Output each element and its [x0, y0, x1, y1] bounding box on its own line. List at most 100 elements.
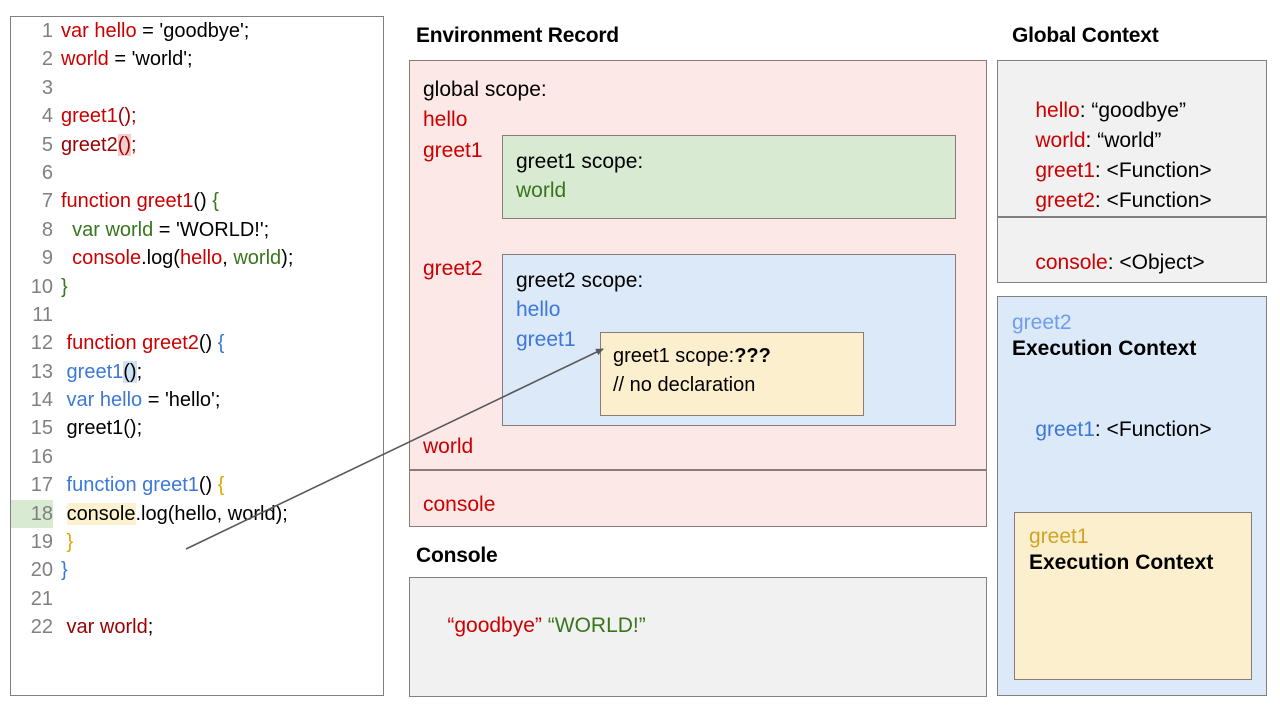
code-line[interactable]: 6	[11, 159, 383, 187]
code-line-number: 19	[30, 531, 53, 554]
code-line[interactable]: 12 function greet2() {	[11, 329, 383, 357]
code-token: ()	[198, 474, 218, 497]
code-token	[61, 247, 72, 269]
code-token: var hello	[61, 20, 137, 42]
gc-key-world: world	[1035, 129, 1086, 152]
code-line[interactable]: 18 console.log(hello, world);	[11, 499, 383, 529]
greet2-scope-head: greet2 scope:	[516, 269, 644, 292]
code-token: var world	[61, 616, 148, 639]
global-context-row-console: console: <Object>	[1012, 227, 1204, 299]
code-token: ,	[222, 247, 234, 270]
greet2-execution-context-label: Execution Context	[1012, 337, 1197, 360]
global-context-title: Global Context	[1012, 24, 1159, 47]
code-line[interactable]: 16	[11, 443, 383, 471]
code-token: ;	[131, 133, 137, 156]
gc-key-greet1: greet1	[1035, 159, 1095, 182]
code-token: }	[61, 275, 68, 298]
inner-greet1-scope-head: greet1 scope:???	[613, 345, 771, 368]
code-token: hello	[179, 247, 223, 270]
code-token: ;	[136, 360, 143, 383]
code-line-text: greet1();	[53, 358, 142, 386]
code-token: console	[66, 502, 136, 525]
code-line-text: console.log(hello, world);	[53, 244, 293, 272]
code-line-number: 11	[32, 303, 53, 326]
code-line[interactable]: 14 var hello = 'hello';	[11, 386, 383, 414]
code-line[interactable]: 8 var world = 'WORLD!';	[11, 216, 383, 244]
code-line[interactable]: 15 greet1();	[11, 414, 383, 442]
code-line[interactable]: 17 function greet1() {	[11, 471, 383, 499]
code-line[interactable]: 11	[11, 301, 383, 329]
code-token: var hello	[61, 389, 143, 412]
code-line[interactable]: 3	[11, 74, 383, 102]
greet1-execution-context-label: Execution Context	[1029, 551, 1214, 574]
greet2-execution-context-box: greet2 Execution Context greet1: <Functi…	[997, 296, 1267, 696]
env-var-world: world	[423, 435, 474, 458]
code-token: world	[233, 247, 282, 270]
code-line-number: 8	[41, 218, 53, 241]
code-token: greet1	[61, 360, 124, 383]
greet2-scope-var-hello: hello	[516, 298, 561, 321]
code-token: = 'hello';	[142, 389, 221, 412]
inner-greet1-scope-box: greet1 scope:??? // no declaration	[600, 332, 864, 416]
code-token: ;	[147, 616, 154, 639]
code-token: );	[281, 247, 294, 270]
code-line-number: 3	[41, 76, 53, 99]
env-var-greet2: greet2	[423, 257, 483, 280]
code-token: function greet1	[61, 190, 194, 213]
console-title: Console	[416, 544, 498, 567]
code-line[interactable]: 10}	[11, 273, 383, 301]
gc-val-hello: : “goodbye”	[1079, 99, 1186, 122]
code-token: {	[217, 474, 225, 497]
environment-record-title: Environment Record	[416, 24, 619, 47]
global-context-row-greet1: greet1: <Function>	[1012, 135, 1212, 207]
global-context-row-world: world: “world”	[1012, 105, 1161, 177]
code-token: ()	[123, 360, 137, 383]
code-token: greet2	[61, 133, 118, 156]
gc-val-greet1: : <Function>	[1094, 159, 1212, 182]
code-line-text: greet2();	[53, 131, 137, 159]
inner-greet1-scope-unknown: ???	[734, 345, 771, 367]
code-line[interactable]: 13 greet1();	[11, 358, 383, 386]
gc-key-console: console	[1035, 251, 1108, 274]
console-output-goodbye: “goodbye”	[447, 614, 542, 637]
code-line[interactable]: 22 var world;	[11, 613, 383, 641]
code-line-text: var world;	[53, 613, 154, 641]
console-output-box[interactable]: “goodbye” “WORLD!”	[409, 577, 987, 697]
code-line-number: 20	[30, 559, 53, 582]
env-var-hello: hello	[423, 108, 468, 131]
code-line-text: function greet1() {	[53, 471, 225, 499]
code-line-number: 22	[30, 616, 53, 639]
code-line[interactable]: 21	[11, 585, 383, 613]
code-line-text: }	[53, 528, 74, 556]
code-line-number: 4	[41, 105, 53, 128]
code-line-text: world = 'world';	[53, 45, 193, 73]
greet2-scope-var-greet1: greet1	[516, 328, 576, 351]
code-line-number: 2	[41, 48, 53, 71]
greet1-scope-box: greet1 scope: world	[502, 135, 956, 219]
code-line-text: }	[53, 556, 68, 584]
code-line-number: 6	[41, 161, 53, 184]
greet1-execution-context-name: greet1	[1029, 525, 1089, 548]
code-line-text: function greet2() {	[53, 329, 225, 357]
ec2-var-value: : <Function>	[1094, 418, 1212, 441]
code-line[interactable]: 19 }	[11, 528, 383, 556]
greet2-execution-context-var: greet1: <Function>	[1012, 394, 1212, 466]
code-token	[61, 503, 67, 525]
code-line-number: 17	[30, 474, 53, 497]
env-var-greet1: greet1	[423, 139, 483, 162]
code-line-text: console.log(hello, world);	[53, 500, 288, 528]
code-line[interactable]: 9 console.log(hello, world);	[11, 244, 383, 272]
env-var-console: console	[423, 493, 496, 516]
code-token: }	[61, 531, 74, 554]
code-token: .log(hello, world);	[135, 502, 288, 525]
code-line-text: greet1();	[53, 414, 143, 442]
code-line[interactable]: 20}	[11, 556, 383, 584]
code-token: greet1();	[61, 417, 143, 440]
code-line-number: 16	[30, 445, 53, 468]
